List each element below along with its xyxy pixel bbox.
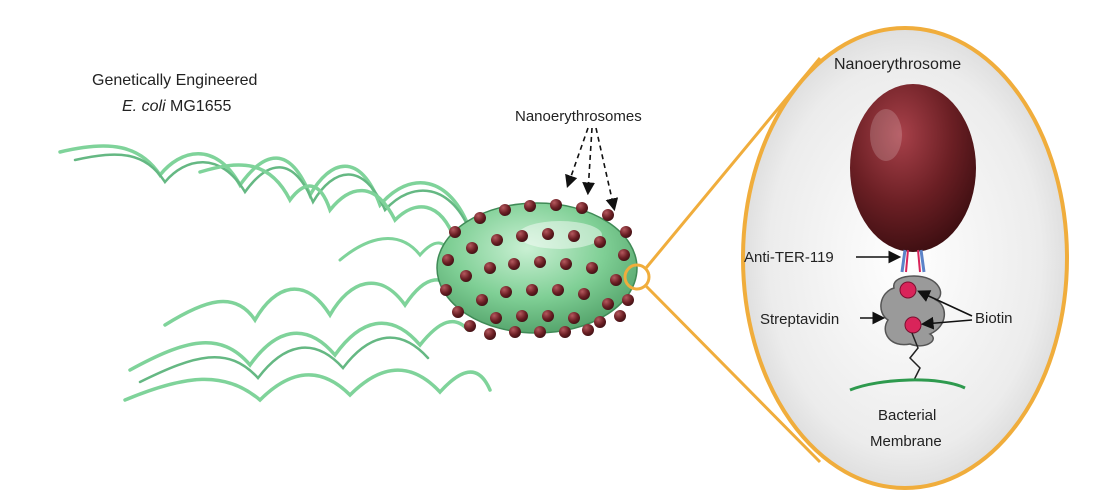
nanoerythrosome-dot	[509, 326, 521, 338]
nanoerythrosome-dot	[578, 288, 590, 300]
nanoerythrosome-dot	[620, 226, 632, 238]
nanoerythrosome-dot	[602, 298, 614, 310]
nanoerythrosome-dots	[440, 199, 634, 340]
arrow-3	[595, 127, 619, 212]
nanoerythrosome-dot	[508, 258, 520, 270]
biotin-label: Biotin	[975, 310, 1013, 327]
bacterium-strain: MG1655	[166, 98, 232, 115]
nanoerythrosome-dot	[466, 242, 478, 254]
flagellum-8	[338, 237, 452, 262]
nanoerythrosome-dot	[618, 249, 630, 261]
nanoerythrosome-dot	[542, 228, 554, 240]
flagellum-1	[58, 144, 472, 232]
arrow-1	[565, 127, 589, 189]
bacterium	[436, 199, 638, 340]
nanoerythrosome-dot	[576, 202, 588, 214]
flagellum-4	[163, 278, 462, 327]
nanoerythrosome-dot	[484, 328, 496, 340]
bacterium-species: E. coli	[122, 98, 166, 115]
nanoerythrosome-dot	[524, 200, 536, 212]
nanoerythrosome-dot	[484, 262, 496, 274]
arrow-2	[582, 127, 595, 196]
nanoerythrosome-dot	[526, 284, 538, 296]
antibody-linker-blue	[900, 249, 926, 273]
flagellum-3	[198, 163, 457, 242]
flagellum-2	[73, 153, 474, 238]
nanoerythrosome-dot	[559, 326, 571, 338]
nanoerythrosome-dot	[568, 230, 580, 242]
zoom-spot	[623, 263, 651, 291]
nanoerythrosome-dot	[452, 306, 464, 318]
flagellum-6	[138, 336, 430, 384]
biotin-arrow-top	[917, 290, 973, 317]
nanoerythrosome-dot	[474, 212, 486, 224]
nanoerythrosome-dot	[622, 294, 634, 306]
nanoerythrosome-dot	[490, 312, 502, 324]
biotin-bottom	[904, 316, 922, 334]
flagellum-7	[123, 368, 492, 403]
nanoerythrosome-dot	[550, 199, 562, 211]
nanoerythrosome-dot	[542, 310, 554, 322]
nanoerythrosome-dot	[594, 236, 606, 248]
nanoerythrosome-dot	[560, 258, 572, 270]
bacterium-label-line2: E. coli MG1655	[122, 98, 231, 115]
nanoerythrosome-dot	[476, 294, 488, 306]
membrane-label-line2: Membrane	[870, 433, 942, 450]
flagella	[58, 144, 492, 403]
lower-linker	[908, 332, 921, 381]
antibody-linker-pink	[905, 249, 921, 273]
inset: Nanoerythrosome Anti-TER-119 Streptavidi…	[741, 26, 1069, 490]
nanoerythrosome-sphere	[850, 84, 976, 252]
bacterium-label-line1: Genetically Engineered	[92, 72, 257, 89]
nanoerythrosome-dot	[582, 324, 594, 336]
bacterial-membrane	[849, 378, 966, 392]
nanoerythrosome-dot	[499, 204, 511, 216]
membrane-label-line1: Bacterial	[878, 407, 936, 424]
nanoerythrosome-dot	[586, 262, 598, 274]
nanoerythrosome-dot	[594, 316, 606, 328]
nanoerythrosome-dot	[500, 286, 512, 298]
nanoerythrosomes-label: Nanoerythrosomes	[515, 108, 642, 125]
nanoerythrosome-dot	[610, 274, 622, 286]
nanoerythrosome-dot	[516, 230, 528, 242]
nanoerythrosomes-arrows	[565, 127, 619, 212]
nanoerythrosome-dot	[534, 326, 546, 338]
nanoerythrosome-dot	[464, 320, 476, 332]
bacterium-highlight	[518, 221, 602, 249]
antibody-label: Anti-TER-119	[744, 249, 834, 266]
nanoerythrosome-dot	[534, 256, 546, 268]
flagellum-5	[128, 319, 470, 372]
biotin-top	[899, 281, 917, 299]
nanoerythrosome-dot	[442, 254, 454, 266]
nanoerythrosome-dot	[552, 284, 564, 296]
inset-title: Nanoerythrosome	[834, 56, 961, 73]
bacterium-body	[436, 202, 638, 334]
nanoerythrosome-dot	[516, 310, 528, 322]
biotin-arrow-bottom	[920, 316, 973, 330]
nanoerythrosome-dot	[440, 284, 452, 296]
nanoerythrosome-highlight	[870, 109, 902, 161]
nanoerythrosome-dot	[614, 310, 626, 322]
nanoerythrosome-dot	[460, 270, 472, 282]
zoom-line-bottom	[644, 284, 822, 464]
nanoerythrosome-dot	[602, 209, 614, 221]
nanoerythrosome-dot	[491, 234, 503, 246]
streptavidin-label: Streptavidin	[760, 311, 839, 328]
nanoerythrosome-dot	[449, 226, 461, 238]
nanoerythrosome-dot	[568, 312, 580, 324]
